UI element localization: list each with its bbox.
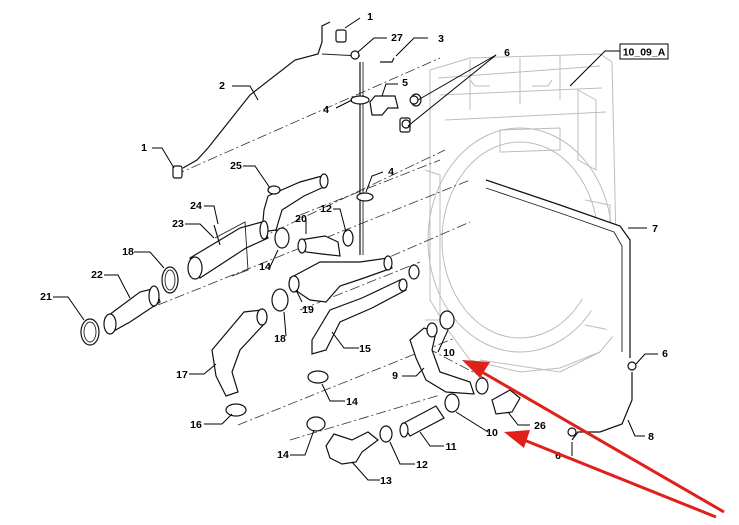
callout-6-top: 6 (504, 47, 510, 59)
callout-12-upper: 12 (320, 203, 332, 215)
callout-6-bottom: 6 (555, 450, 561, 462)
callout-22: 22 (91, 269, 103, 281)
part-5-elbow-hose (369, 95, 399, 116)
part-14-clamp-lower (307, 370, 329, 384)
part-1-fitting-top (335, 29, 347, 43)
callout-9: 9 (392, 370, 398, 382)
part-12-clamp-upper (342, 229, 354, 247)
callout-27: 27 (391, 32, 403, 44)
part-15-hose (311, 279, 407, 355)
part-26-connector (491, 389, 521, 415)
callout-23: 23 (172, 218, 184, 230)
part-4-clip-upper (350, 95, 370, 105)
callout-2: 2 (219, 80, 225, 92)
part-14-clamp-upper (274, 227, 290, 249)
part-12-clamp-lower (379, 425, 393, 443)
part-1-fitting-bottom (172, 165, 183, 179)
part-2-line (182, 21, 331, 169)
part-14-clamp-mid (408, 264, 420, 280)
part-6-fitting-b (401, 119, 411, 129)
callout-14-upper: 14 (259, 261, 271, 273)
part-23-pipe (189, 221, 269, 279)
callout-18-lower: 18 (274, 333, 286, 345)
reference-code: 10_09_A (623, 47, 666, 59)
callout-24: 24 (190, 200, 202, 212)
callout-16: 16 (190, 419, 202, 431)
part-4-clip-lower (356, 192, 374, 202)
callout-8: 8 (648, 431, 654, 443)
part-20-elbow (299, 235, 341, 257)
callout-4-mid: 4 (388, 166, 394, 178)
callout-17: 17 (176, 369, 188, 381)
callout-18-upper: 18 (122, 246, 134, 258)
callout-15: 15 (359, 343, 371, 355)
part-18-clamp-lower (271, 288, 289, 312)
part-6-fitting-a (409, 95, 419, 105)
callout-7: 7 (652, 223, 658, 235)
callout-labels: 1 27 3 2 6 5 4 1 25 4 24 23 12 20 18 14 … (40, 11, 668, 487)
part-18-clamp-upper (161, 266, 179, 294)
callout-13: 13 (380, 475, 392, 487)
highlight-arrows (462, 360, 725, 519)
part-8-tube (571, 372, 633, 441)
callout-12-lower: 12 (416, 459, 428, 471)
callout-25: 25 (230, 160, 242, 172)
callout-21: 21 (40, 291, 52, 303)
callout-14-mid: 14 (346, 396, 358, 408)
callout-5: 5 (402, 77, 408, 89)
part-16-clamp (225, 403, 247, 417)
part-10-clamp-upper (439, 310, 455, 330)
callout-1-top: 1 (367, 11, 373, 23)
part-25-upper-hose (261, 175, 327, 233)
part-17-hose (211, 309, 267, 397)
part-3-tube (359, 57, 395, 255)
leader-lines (53, 17, 658, 481)
callout-14-lower: 14 (277, 449, 289, 461)
part-10-clamp-lower (444, 393, 460, 413)
callout-11: 11 (445, 441, 456, 453)
callout-10-lower: 10 (486, 427, 498, 439)
callout-6-right: 6 (662, 348, 668, 360)
part-27-clip (350, 50, 360, 60)
callout-3: 3 (438, 33, 444, 45)
part-24-bolt (213, 224, 221, 246)
callout-20: 20 (295, 213, 307, 225)
callout-1-left: 1 (141, 142, 147, 154)
callout-19: 19 (302, 304, 314, 316)
reference-tag: 10_09_A (619, 43, 669, 60)
part-14-clamp-bottom (306, 416, 326, 432)
callout-10-upper: 10 (443, 347, 455, 359)
part-13-hose (325, 431, 379, 465)
part-7-tubes (485, 179, 631, 358)
part-19-hose (289, 257, 393, 303)
callout-4-top: 4 (323, 104, 329, 116)
callout-26: 26 (534, 420, 546, 432)
